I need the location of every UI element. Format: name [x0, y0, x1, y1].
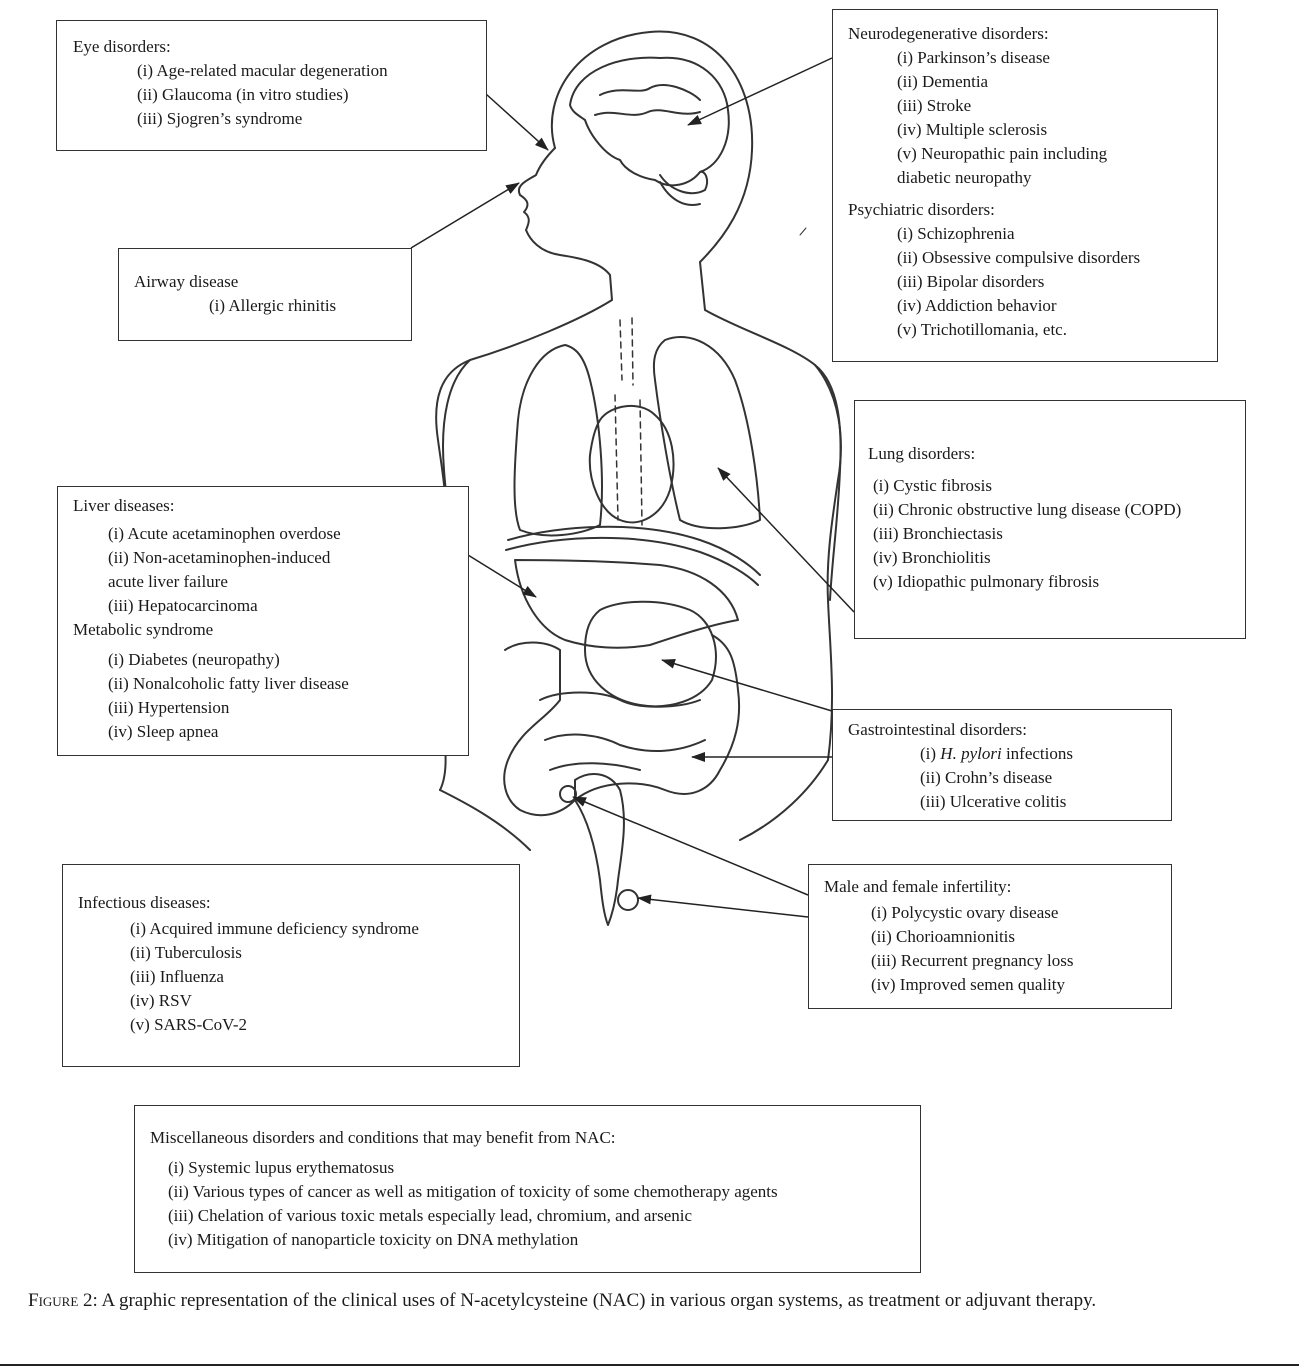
list-item: (ii) Dementia: [897, 70, 1217, 94]
lung-disorders-box: Lung disorders: (i) Cystic fibrosis (ii)…: [854, 400, 1246, 639]
list-item: acute liver failure: [108, 570, 468, 594]
list-item: (iii) Hepatocarcinoma: [108, 594, 468, 618]
list-item: (v) Idiopathic pulmonary fibrosis: [873, 570, 1245, 594]
list-item: (v) Neuropathic pain including: [897, 142, 1217, 166]
eye-disorders-box: Eye disorders: (i) Age-related macular d…: [56, 20, 487, 151]
infectious-diseases-box: Infectious diseases: (i) Acquired immune…: [62, 864, 520, 1067]
neuro-psychiatric-box: Neurodegenerative disorders: (i) Parkins…: [832, 9, 1218, 362]
list-item: (ii) Chronic obstructive lung disease (C…: [873, 498, 1245, 522]
list-item: (iii) Bronchiectasis: [873, 522, 1245, 546]
list-item: (iii) Hypertension: [108, 696, 468, 720]
metabolic-syndrome-title: Metabolic syndrome: [73, 618, 468, 642]
caption-text: A graphic representation of the clinical…: [98, 1290, 1096, 1311]
intestines: [504, 635, 739, 815]
lung-left: [515, 345, 602, 535]
list-item: (iv) Sleep apnea: [108, 720, 468, 744]
list-item: (v) SARS-CoV-2: [130, 1013, 519, 1037]
bottom-rule: [0, 1364, 1299, 1366]
arrow-lung: [718, 468, 854, 612]
arrow-neuro: [688, 58, 832, 125]
list-item: (ii) Various types of cancer as well as …: [168, 1180, 920, 1204]
airway-disease-box: Airway disease (i) Allergic rhinitis: [118, 248, 412, 341]
liver: [515, 560, 738, 648]
psychiatric-title: Psychiatric disorders:: [848, 198, 1217, 222]
head-outline: [552, 32, 841, 600]
infertility-title: Male and female infertility:: [824, 875, 1171, 899]
list-item: (iii) Recurrent pregnancy loss: [871, 949, 1171, 973]
list-item: (iv) Mitigation of nanoparticle toxicity…: [168, 1228, 920, 1252]
airway-disease-title: Airway disease: [134, 270, 411, 294]
list-item: (iv) Bronchiolitis: [873, 546, 1245, 570]
list-item: (ii) Glaucoma (in vitro studies): [137, 83, 486, 107]
list-item: (iii) Sjogren’s syndrome: [137, 107, 486, 131]
list-item: (iv) Addiction behavior: [897, 294, 1217, 318]
figure-caption: Figure 2: A graphic representation of th…: [28, 1288, 1274, 1313]
list-item-suffix: infections: [1002, 744, 1073, 763]
arrow-fertility-testis: [638, 898, 808, 917]
list-item: (ii) Tuberculosis: [130, 941, 519, 965]
miscellaneous-title: Miscellaneous disorders and conditions t…: [150, 1126, 920, 1150]
infertility-box: Male and female infertility: (i) Polycys…: [808, 864, 1172, 1009]
list-item: (iii) Bipolar disorders: [897, 270, 1217, 294]
list-item: (i) Acute acetaminophen overdose: [108, 522, 468, 546]
face-profile: [436, 148, 612, 540]
list-item: (i) Diabetes (neuropathy): [108, 648, 468, 672]
arrow-eye: [486, 94, 548, 150]
list-item-prefix: (i): [920, 744, 940, 763]
brain-outline: [570, 58, 729, 186]
uterus: [575, 774, 624, 925]
list-item: (i) Allergic rhinitis: [209, 294, 411, 318]
miscellaneous-box: Miscellaneous disorders and conditions t…: [134, 1105, 921, 1273]
neurodegenerative-title: Neurodegenerative disorders:: [848, 22, 1217, 46]
list-item: (ii) Chorioamnionitis: [871, 925, 1171, 949]
arrow-liver: [468, 555, 536, 597]
gastrointestinal-title: Gastrointestinal disorders:: [848, 718, 1171, 742]
list-item: (iii) Chelation of various toxic metals …: [168, 1204, 920, 1228]
list-item: (ii) Nonalcoholic fatty liver disease: [108, 672, 468, 696]
list-item: (i) Age-related macular degeneration: [137, 59, 486, 83]
list-item: diabetic neuropathy: [897, 166, 1217, 190]
list-item: (i) Parkinson’s disease: [897, 46, 1217, 70]
list-item: (v) Trichotillomania, etc.: [897, 318, 1217, 342]
list-item: (i) H. pylori infections: [920, 742, 1171, 766]
lung-right: [654, 337, 760, 528]
stomach: [585, 602, 716, 707]
list-item: (i) Systemic lupus erythematosus: [168, 1156, 920, 1180]
list-item: (ii) Crohn’s disease: [920, 766, 1171, 790]
list-item: (iii) Ulcerative colitis: [920, 790, 1171, 814]
list-item: (i) Polycystic ovary disease: [871, 901, 1171, 925]
list-item: (iv) RSV: [130, 989, 519, 1013]
figure-label: Figure 2:: [28, 1290, 98, 1311]
eye-disorders-title: Eye disorders:: [73, 35, 486, 59]
lung-disorders-title: Lung disorders:: [868, 442, 1245, 466]
liver-diseases-title: Liver diseases:: [73, 494, 468, 518]
arrow-airway: [411, 183, 519, 248]
list-item: (iv) Multiple sclerosis: [897, 118, 1217, 142]
list-item: (iii) Stroke: [897, 94, 1217, 118]
arrow-fertility-ovary: [573, 797, 808, 895]
liver-metabolic-box: Liver diseases: (i) Acute acetaminophen …: [57, 486, 469, 756]
list-item: (i) Schizophrenia: [897, 222, 1217, 246]
pathogen-name: H. pylori: [940, 744, 1001, 763]
list-item: (ii) Non-acetaminophen-induced: [108, 546, 468, 570]
infectious-diseases-title: Infectious diseases:: [78, 891, 519, 915]
list-item: (ii) Obsessive compulsive disorders: [897, 246, 1217, 270]
gastrointestinal-box: Gastrointestinal disorders: (i) H. pylor…: [832, 709, 1172, 821]
list-item: (iii) Influenza: [130, 965, 519, 989]
list-item: (i) Cystic fibrosis: [873, 474, 1245, 498]
list-item: (iv) Improved semen quality: [871, 973, 1171, 997]
list-item: (i) Acquired immune deficiency syndrome: [130, 917, 519, 941]
